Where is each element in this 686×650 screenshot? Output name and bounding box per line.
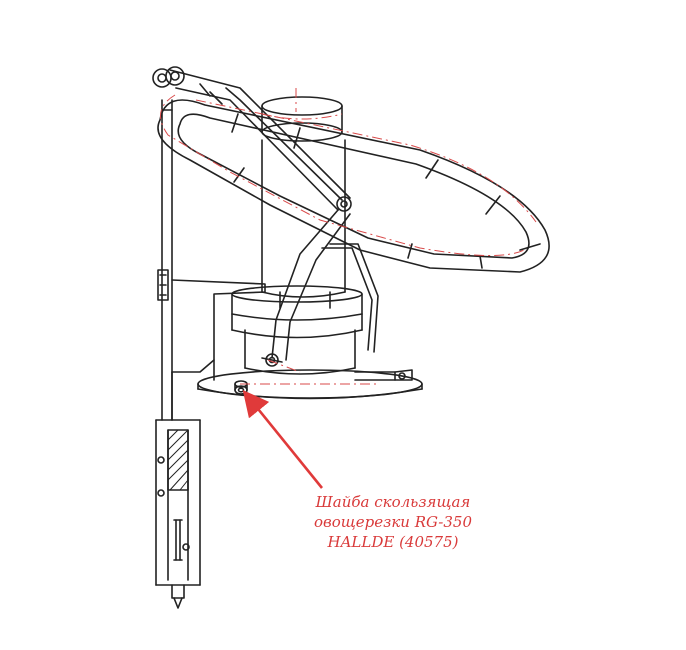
callout-line-1: Шайба скользящая [315, 493, 471, 511]
callout-line-2: овощерезки RG-350 [314, 513, 472, 531]
central-housing [197, 96, 423, 400]
lever-arm [152, 66, 379, 367]
vertical-column [155, 99, 201, 609]
hidden-lines [160, 88, 537, 385]
tubular-handle [157, 99, 550, 273]
part-callout-label: Шайба скользящая овощерезки RG-350 HALLD… [268, 492, 518, 552]
callout-arrow [242, 389, 324, 489]
callout-line-3: HALLDE (40575) [327, 533, 459, 551]
